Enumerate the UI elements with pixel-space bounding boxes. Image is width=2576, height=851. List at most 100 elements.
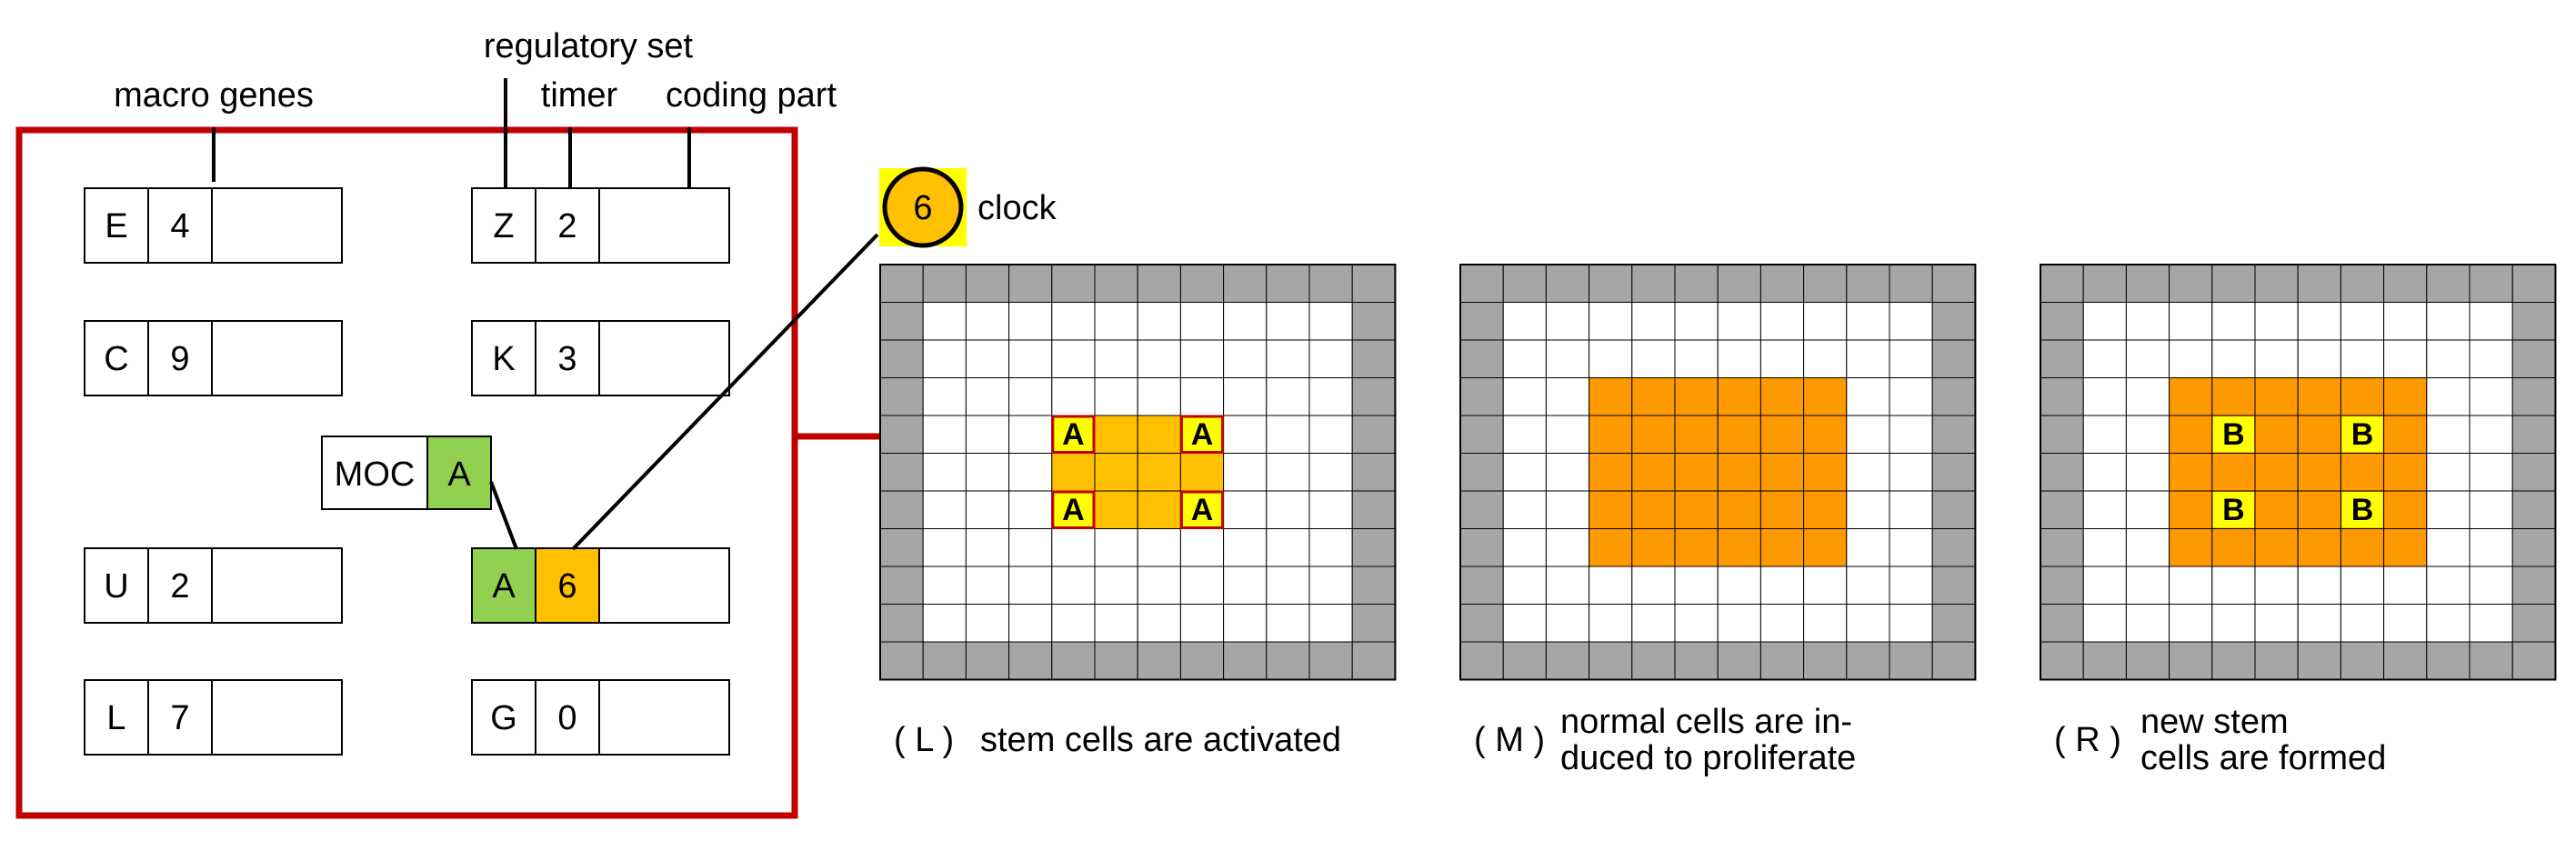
grid-cell — [1759, 377, 1805, 416]
grid-cell — [1094, 415, 1138, 454]
grid-cell — [1351, 339, 1396, 378]
grid-cell — [1674, 339, 1719, 378]
gene-letter: A — [492, 567, 516, 606]
grid-cell — [2297, 377, 2341, 416]
grid-cell — [2082, 528, 2127, 567]
grid-cell — [1223, 604, 1268, 643]
gene-timer: 7 — [170, 699, 189, 737]
grid-cell — [1266, 490, 1310, 529]
grid-cell — [1308, 264, 1353, 303]
grid-cell — [2125, 490, 2170, 529]
grid-cell — [1545, 377, 1590, 416]
grid-cell — [2254, 415, 2299, 454]
grid-cell — [1889, 302, 1933, 341]
grid-cell — [2082, 339, 2127, 378]
label-coding-part: coding part — [666, 76, 837, 115]
grid-cell — [2511, 339, 2556, 378]
grid-cell — [1589, 490, 1633, 529]
grid-cell — [1308, 604, 1353, 643]
grid-cell — [1545, 339, 1590, 378]
grid-cell — [1545, 453, 1590, 492]
moc-label: MOC — [335, 456, 416, 494]
grid-cell — [2511, 604, 2556, 643]
grid-cell — [1889, 377, 1933, 416]
grid-cell — [1803, 490, 1848, 529]
grid-cell — [1931, 528, 1976, 567]
grid-cell — [2383, 415, 2428, 454]
gene-timer: 6 — [557, 567, 576, 606]
grid-cell — [1759, 339, 1805, 378]
grid-cell — [1803, 528, 1848, 567]
grid-cell — [1137, 377, 1181, 416]
grid-cell — [1459, 490, 1504, 529]
grid-cell — [2340, 566, 2385, 605]
grid-cell — [922, 490, 967, 529]
grid-cell — [1051, 453, 1096, 492]
grid-cell — [1502, 339, 1547, 378]
grid-cell — [2254, 302, 2299, 341]
grid-cell — [2040, 641, 2084, 680]
grid-cell — [879, 264, 924, 303]
grid-cell — [2082, 415, 2127, 454]
grid-cell — [1631, 415, 1676, 454]
grid-cell — [2211, 264, 2256, 303]
grid-cell — [2125, 339, 2170, 378]
grid-cell — [2169, 377, 2213, 416]
grid-cell — [1674, 604, 1719, 643]
grid-cell — [1545, 264, 1590, 303]
grid-cell — [2040, 566, 2084, 605]
grid-cell — [2511, 264, 2556, 303]
grid-cell — [965, 641, 1010, 680]
grid-cell — [965, 604, 1010, 643]
panel-caption-line: stem cells are activated — [980, 721, 1341, 759]
grid-cell — [965, 415, 1010, 454]
grid-cell — [1308, 339, 1353, 378]
grid-cell — [2169, 264, 2213, 303]
grid-cell — [1502, 528, 1547, 567]
grid-cell — [1137, 604, 1181, 643]
grid-cell — [1051, 604, 1096, 643]
gene-timer: 2 — [170, 567, 189, 606]
grid-cell — [1051, 377, 1096, 416]
grid-cell — [1846, 339, 1890, 378]
grid-cell — [1545, 604, 1590, 643]
grid-cell — [2211, 528, 2256, 567]
grid-cell — [2297, 453, 2341, 492]
grid-cell — [2169, 528, 2213, 567]
grid-cell — [1502, 604, 1547, 643]
grid-cell — [2211, 302, 2256, 341]
grid-cell — [1502, 264, 1547, 303]
grid-cell — [1631, 490, 1676, 529]
gene-letter: U — [104, 567, 128, 606]
grid-cell — [2383, 641, 2428, 680]
grid-cell — [2297, 641, 2341, 680]
grid-cell — [1589, 641, 1633, 680]
grid-cell — [2297, 415, 2341, 454]
grid-cell — [1846, 528, 1890, 567]
grid-cell — [1266, 641, 1310, 680]
gene-timer: 3 — [557, 340, 576, 378]
grid-cell — [1179, 264, 1225, 303]
grid-cell — [965, 453, 1010, 492]
grid-cell — [2426, 339, 2471, 378]
stem-cell — [2341, 492, 2383, 528]
grid-cell — [2082, 604, 2127, 643]
grid-cell — [2211, 453, 2256, 492]
grid-cell — [1674, 415, 1719, 454]
stem-cell — [1051, 415, 1096, 454]
grid-cell — [1351, 264, 1396, 303]
grid-cell — [1266, 377, 1310, 416]
grid-cell — [2340, 264, 2385, 303]
grid-cell — [1759, 453, 1805, 492]
grid-cell — [1803, 302, 1848, 341]
grid-cell — [2383, 302, 2428, 341]
grid-cell — [2426, 415, 2471, 454]
grid-cell — [1459, 339, 1504, 378]
grid-cell — [2254, 490, 2299, 529]
grid-cell — [2082, 641, 2127, 680]
grid-cell — [1266, 566, 1310, 605]
grid-cell — [1846, 302, 1890, 341]
grid-cell — [2469, 415, 2513, 454]
